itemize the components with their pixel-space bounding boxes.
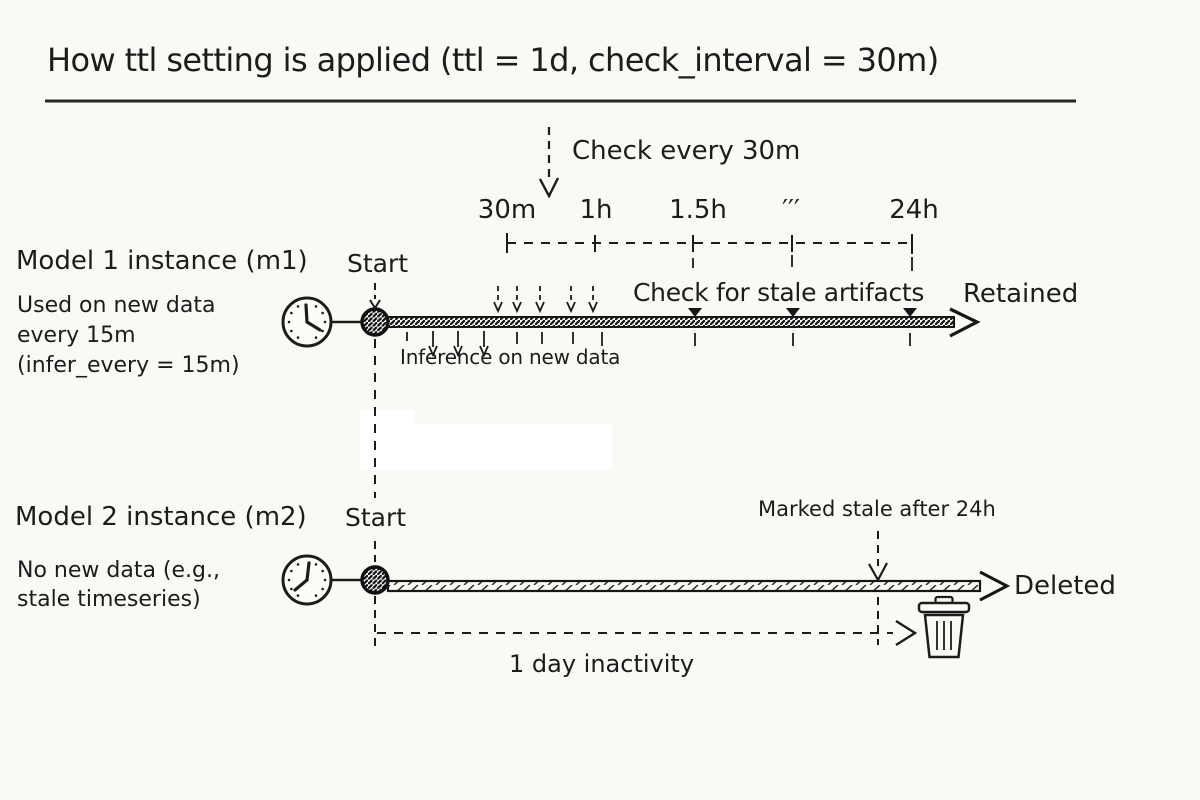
inactivity-bracket — [377, 619, 918, 647]
model2-description: No new data (e.g., stale timeseries) — [17, 556, 220, 614]
page-title: How ttl setting is applied (ttl = 1d, ch… — [47, 41, 939, 79]
model2-description-line: No new data (e.g., — [17, 558, 220, 583]
model1-start-label: Start — [347, 249, 409, 278]
model2-outcome-label: Deleted — [1014, 571, 1116, 601]
model1-description-line: every 15m — [17, 323, 136, 348]
model1-check-label: Check for stale artifacts — [633, 278, 925, 307]
tick-label-ellipsis: ′′′ — [782, 195, 800, 225]
timeline-m2 — [386, 570, 1011, 602]
model1-outcome-label: Retained — [963, 279, 1079, 309]
tick-label-1h: 1h — [579, 195, 613, 225]
model2-title: Model 2 instance (m2) — [15, 502, 307, 532]
check-scale — [506, 233, 913, 271]
model2-start-label: Start — [345, 503, 407, 532]
model1-description-line: (infer_every = 15m) — [17, 353, 240, 378]
model1-description: Used on new data every 15m (infer_every … — [17, 291, 240, 381]
start-marker-m1 — [360, 307, 390, 337]
tick-label-1-5h: 1.5h — [669, 195, 727, 225]
model2-stale-label: Marked stale after 24h — [758, 497, 996, 521]
stale-arrow-m2 — [868, 531, 888, 645]
start-marker-m2 — [360, 565, 390, 595]
check-tick-arrows-m1 — [493, 286, 598, 314]
trash-icon — [917, 595, 971, 659]
check-interval-arrow-icon — [538, 127, 560, 199]
background-patch — [360, 410, 612, 470]
model2-description-line: stale timeseries) — [17, 587, 201, 612]
tick-label-24h: 24h — [889, 195, 939, 225]
model1-title: Model 1 instance (m1) — [16, 246, 308, 276]
check-markers-m1 — [516, 308, 917, 346]
inactivity-label: 1 day inactivity — [509, 650, 695, 678]
timeline-m1 — [387, 307, 981, 338]
model1-inference-label: Inference on new data — [400, 345, 621, 369]
clock-icon-m2 — [281, 554, 333, 606]
inference-arrows-m1 — [406, 331, 489, 358]
clock-icon-m1 — [281, 296, 333, 348]
start-drop-m1 — [369, 283, 381, 310]
tick-label-30m: 30m — [477, 195, 537, 225]
check-every-label: Check every 30m — [572, 136, 801, 166]
model1-description-line: Used on new data — [17, 293, 216, 318]
